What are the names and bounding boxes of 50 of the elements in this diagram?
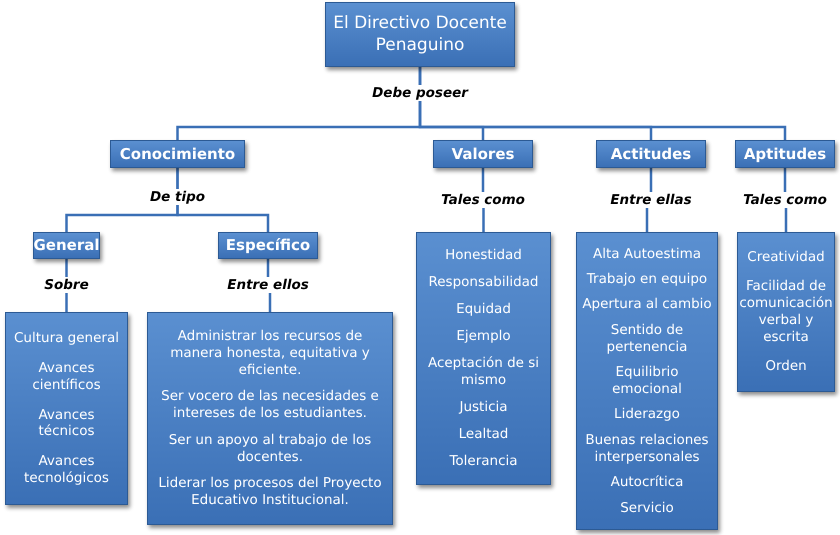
list-item: Buenas relaciones interpersonales [584, 432, 710, 466]
list-item: Liderar los procesos del Proyecto Educativo Institucional. [158, 474, 382, 509]
category-box [433, 140, 533, 168]
box-title: General [34, 236, 100, 255]
connector-line [418, 67, 786, 140]
edge-label: Debe poseer [369, 85, 471, 101]
list-box [416, 232, 551, 485]
list-item: Liderazgo [614, 406, 680, 424]
category-box [33, 232, 100, 259]
connector-line [176, 168, 270, 232]
list-item: Avances técnicos [37, 406, 96, 440]
list-box [147, 312, 393, 525]
list-item: Avances tecnológicos [23, 453, 110, 487]
category-box [596, 140, 706, 168]
list-item: Equilibrio emocional [611, 364, 683, 398]
list-item: Equidad [456, 301, 511, 318]
list-item: Aceptación de si mismo [426, 355, 540, 389]
list-item: Administrar los recursos de manera honesta, equitativa y eficiente. [169, 328, 371, 380]
box-title: El Directivo Docente Penaguino [332, 13, 508, 56]
list-item: Apertura al cambio [582, 296, 712, 314]
list-item: Creatividad [747, 249, 825, 266]
box-title: Específico [226, 236, 310, 255]
category-box [218, 232, 318, 259]
category-box [325, 2, 515, 67]
category-box [110, 140, 245, 168]
list-item: Ejemplo [456, 328, 511, 345]
category-box [735, 140, 835, 168]
list-item: Ser vocero de las necesidades e intereses de los estudiantes. [160, 388, 380, 422]
box-title: Aptitudes [744, 144, 826, 164]
list-item: Responsabilidad [428, 274, 539, 291]
list-item: Cultura general [14, 330, 119, 347]
list-item: Honestidad [445, 247, 522, 264]
list-item: Servicio [620, 500, 674, 516]
list-item: Tolerancia [449, 453, 518, 470]
list-item: Orden [765, 358, 807, 375]
box-title: Actitudes [610, 144, 692, 164]
list-item: Lealtad [458, 426, 508, 443]
list-item: Trabajo en equipo [586, 270, 708, 288]
list-box [737, 232, 835, 392]
list-item: Ser un apoyo al trabajo de los docentes. [168, 432, 372, 466]
list-item: Alta Autoestima [593, 246, 701, 262]
list-item: Avances científicos [31, 360, 102, 394]
list-item: Facilidad de comunicación verbal y escrita [739, 278, 833, 346]
list-box [576, 232, 718, 530]
box-title: Conocimiento [120, 144, 236, 164]
list-item: Justicia [459, 399, 508, 416]
list-item: Autocrítica [610, 474, 684, 491]
box-title: Valores [452, 144, 514, 164]
list-box [5, 312, 128, 505]
list-item: Sentido de pertenencia [606, 322, 688, 356]
